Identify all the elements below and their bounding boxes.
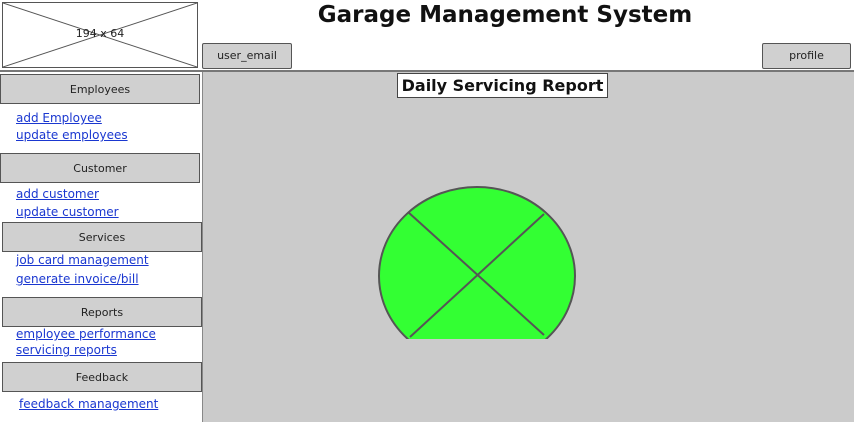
profile-button[interactable]: profile [762,43,851,69]
header-divider [0,70,854,72]
app-title: Garage Management System [317,2,693,28]
logo-placeholder: 194 x 64 [2,2,198,68]
link-update-employees[interactable]: update employees [16,128,128,142]
sidebar-section-feedback: Feedback [2,362,202,392]
sidebar: Employees add Employee update employees … [0,72,202,422]
sidebar-section-reports: Reports [2,297,202,327]
logo-size-label: 194 x 64 [75,27,125,40]
link-servicing-reports[interactable]: servicing reports [16,343,117,357]
link-add-customer[interactable]: add customer [16,187,99,201]
user-email-button[interactable]: user_email [202,43,292,69]
link-add-employee[interactable]: add Employee [16,111,102,125]
link-generate-invoice[interactable]: generate invoice/bill [16,272,139,286]
pie-chart-icon [378,186,576,339]
link-employee-performance[interactable]: employee performance [16,327,156,341]
sidebar-section-customer: Customer [0,153,200,183]
link-feedback-management[interactable]: feedback management [19,397,159,411]
link-job-card-management[interactable]: job card management [16,253,149,267]
image-placeholder-icon [3,3,197,67]
link-update-customer[interactable]: update customer [16,205,119,219]
sidebar-section-services: Services [2,222,202,252]
report-title: Daily Servicing Report [397,73,608,98]
sidebar-section-employees: Employees [0,74,200,104]
